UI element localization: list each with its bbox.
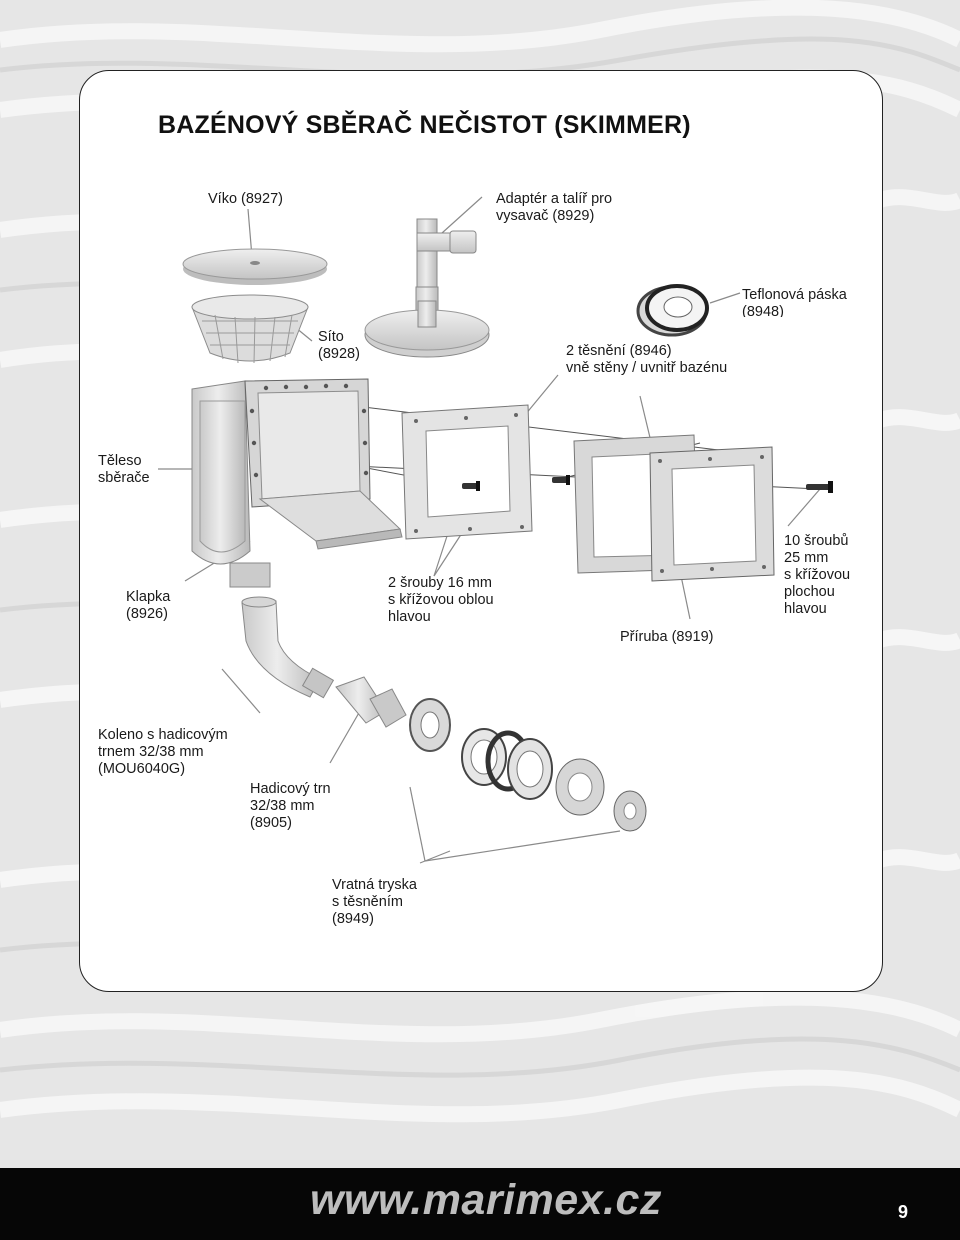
label-line: Klapka [126, 589, 171, 605]
label-return-nozzle: Vratná tryska s těsněním (8949) [332, 877, 417, 928]
label-line: s křížovou [784, 567, 851, 583]
label-line: vysavač (8929) [496, 208, 595, 224]
label-line: s těsněním [332, 894, 403, 910]
teflon-tape-part [636, 284, 709, 337]
label-line: 25 mm [784, 550, 829, 566]
basket-part [191, 294, 309, 364]
label-line: (8948) [742, 304, 784, 317]
label-line: (8949) [332, 911, 374, 927]
label-line: sběrače [98, 470, 150, 486]
label-line: (8928) [318, 346, 360, 362]
content-panel: BAZÉNOVÝ SBĚRAČ NEČISTOT (SKIMMER) Víko … [79, 70, 883, 992]
label-line: Hadicový trn [250, 781, 331, 797]
label-line: Těleso [98, 453, 142, 469]
label-line: trnem 32/38 mm [98, 744, 204, 760]
label-lid: Víko (8927) [208, 191, 283, 207]
gasket-part [401, 404, 533, 540]
vacuum-adapter-part [364, 218, 490, 358]
label-line: 2 těsnění (8946) [566, 343, 672, 359]
label-screws-25mm: 10 šroubů 25 mm s křížovou plochou hlavo… [784, 533, 850, 618]
flange-screw-holes [414, 413, 766, 573]
flange-part [573, 434, 775, 582]
label-flange: Příruba (8919) [620, 629, 714, 645]
label-adapter: Adaptér a talíř pro vysavač (8929) [496, 191, 612, 225]
label-basket: Síto (8928) [318, 329, 360, 363]
lid-part [182, 248, 328, 285]
label-line: Koleno s hadicovým [98, 727, 228, 743]
label-line: 2 šrouby 16 mm [388, 575, 492, 591]
skimmer-body-part [191, 378, 403, 588]
label-line: Teflonová páska [742, 287, 847, 303]
label-line: hlavou [784, 601, 827, 617]
label-line: (8926) [126, 606, 168, 622]
label-hose-tail: Hadicový trn 32/38 mm (8905) [250, 781, 331, 832]
label-line: (MOU6040G) [98, 761, 186, 777]
label-line: Vratná tryska [332, 877, 417, 893]
footer-bar: www.marimex.cz 9 [0, 1168, 960, 1240]
skimmer-exploded-diagram [158, 196, 833, 864]
label-teflon-tape: Teflonová páska (8948) [742, 287, 847, 317]
label-line: vně stěny / uvnitř bazénu [566, 360, 728, 376]
label-screws-16mm: 2 šrouby 16 mm s křížovou oblou hlavou [388, 575, 494, 626]
label-elbow: Koleno s hadicovým trnem 32/38 mm (MOU60… [98, 727, 228, 778]
hose-tail-part [335, 676, 407, 728]
screw-16mm-part [462, 481, 480, 491]
label-line: 10 šroubů [784, 533, 849, 549]
label-line: 32/38 mm [250, 798, 315, 814]
label-line: plochou [784, 584, 835, 600]
label-line: (8905) [250, 815, 292, 831]
label-line: Adaptér a talíř pro [496, 191, 613, 207]
website-link[interactable]: www.marimex.cz [310, 1176, 662, 1224]
return-nozzle-part [409, 698, 647, 832]
label-gaskets: 2 těsnění (8946) vně stěny / uvnitř bazé… [566, 343, 727, 377]
screw-25mm-part [806, 481, 833, 493]
label-line: s křížovou oblou [388, 592, 494, 608]
label-flap: Klapka (8926) [126, 589, 170, 623]
label-line: hlavou [388, 609, 431, 625]
label-skimmer-body: Těleso sběrače [98, 453, 150, 487]
elbow-part [241, 596, 335, 699]
screw-16mm-part [552, 475, 570, 485]
page-number: 9 [898, 1202, 909, 1222]
page-title: BAZÉNOVÝ SBĚRAČ NEČISTOT (SKIMMER) [158, 111, 691, 139]
label-line: Síto [318, 329, 344, 345]
